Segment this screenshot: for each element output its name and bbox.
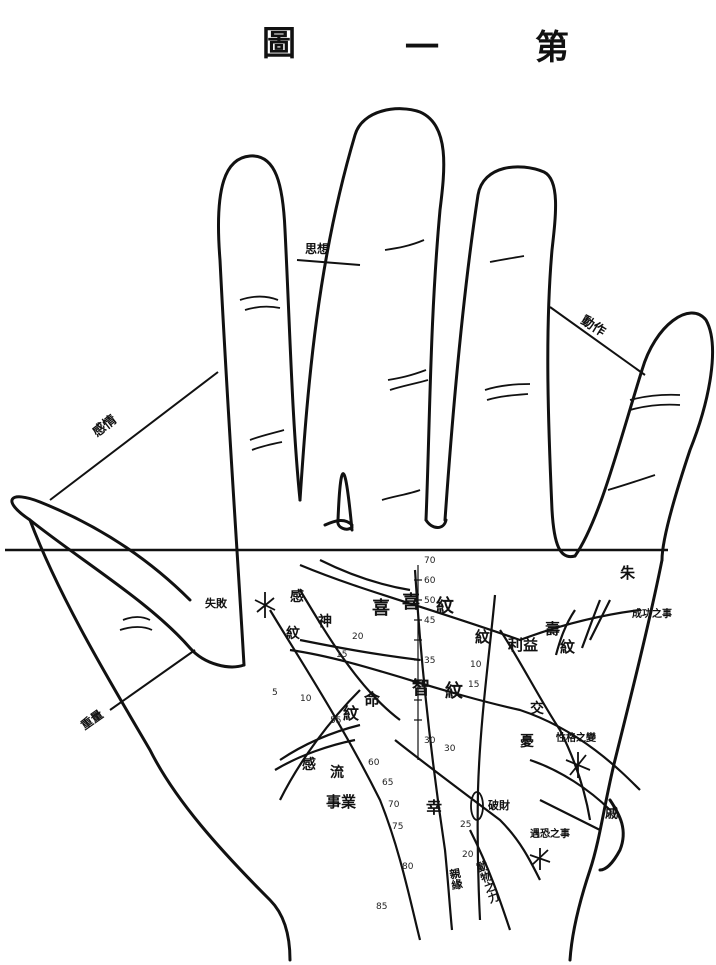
label-cross: 交 xyxy=(530,702,544,716)
ruler-number: 65 xyxy=(382,778,393,788)
label-pattern: 紋 xyxy=(286,627,300,641)
ruler-number: 45 xyxy=(424,616,435,626)
label-fear: 遇恐之事 xyxy=(530,830,570,840)
ruler-number: 50 xyxy=(424,596,435,606)
ruler-number: 5 xyxy=(272,688,278,698)
title-char-3: 圖 xyxy=(262,16,296,65)
little-finger xyxy=(575,313,713,560)
thumb-base xyxy=(30,520,290,960)
label-flow: 流 xyxy=(330,766,344,780)
label-character-change: 性格之變 xyxy=(556,734,596,744)
ruler-number: 85 xyxy=(376,902,387,912)
label-loss: 破財 xyxy=(488,800,510,811)
ruler-number: 60 xyxy=(368,758,379,768)
ruler-number: 55 xyxy=(330,716,341,726)
label-luck: 幸 xyxy=(426,800,442,816)
thumb xyxy=(12,497,244,667)
label-relative: 戚 xyxy=(603,806,616,819)
label-fate-line: 紋 xyxy=(343,706,359,722)
ruler-number: 25 xyxy=(460,820,471,830)
label-wisdom: 智 xyxy=(412,680,430,698)
label-feel: 感 xyxy=(290,590,304,604)
ruler-number: 35 xyxy=(424,656,435,666)
ruler-number: 10 xyxy=(470,660,481,670)
ruler-number: 15 xyxy=(468,680,479,690)
ruler-number: 60 xyxy=(424,576,435,586)
ruler-number: 80 xyxy=(402,862,413,872)
ring-finger xyxy=(445,167,575,557)
label-failure: 失敗 xyxy=(205,598,227,609)
ruler-number: 20 xyxy=(352,632,363,642)
label-joy-2: 喜 xyxy=(402,594,420,612)
ruler-number: 10 xyxy=(300,694,311,704)
label-kinship: 親緣 xyxy=(448,867,463,891)
connector-thought xyxy=(297,260,360,265)
label-fate: 命 xyxy=(364,692,380,708)
label-interest: 利益 xyxy=(508,638,538,653)
middle-finger xyxy=(300,109,444,520)
ruler-number: 75 xyxy=(392,822,403,832)
title-char-2: 一 xyxy=(405,20,439,69)
label-line-2: 紋 xyxy=(475,630,490,645)
label-longevity: 壽 xyxy=(545,622,560,637)
label-spirit: 神 xyxy=(318,615,332,629)
label-worry: 憂 xyxy=(520,735,534,749)
label-line-1: 紋 xyxy=(436,598,454,616)
ruler-number: 30 xyxy=(424,736,435,746)
title-char-1: 第 xyxy=(535,20,569,69)
label-sense: 感 xyxy=(302,758,316,772)
label-cinnabar: 朱 xyxy=(620,566,635,581)
label-career: 事業 xyxy=(326,795,356,810)
ruler-number: 70 xyxy=(424,556,435,566)
ruler-number: 30 xyxy=(444,744,455,754)
label-thought: 思想 xyxy=(305,243,329,255)
label-longevity-line: 紋 xyxy=(560,640,575,655)
connector-weight xyxy=(110,650,195,710)
index-finger xyxy=(218,156,300,665)
label-wisdom-line: 紋 xyxy=(445,683,463,701)
connector-action xyxy=(550,307,645,375)
label-success: 成功之事 xyxy=(632,610,672,620)
ruler-number: 20 xyxy=(462,850,473,860)
ruler-number: 15 xyxy=(336,650,347,660)
label-joy-1: 喜 xyxy=(372,600,390,618)
connector-emotion xyxy=(50,372,218,500)
ruler-number: 70 xyxy=(388,800,399,810)
